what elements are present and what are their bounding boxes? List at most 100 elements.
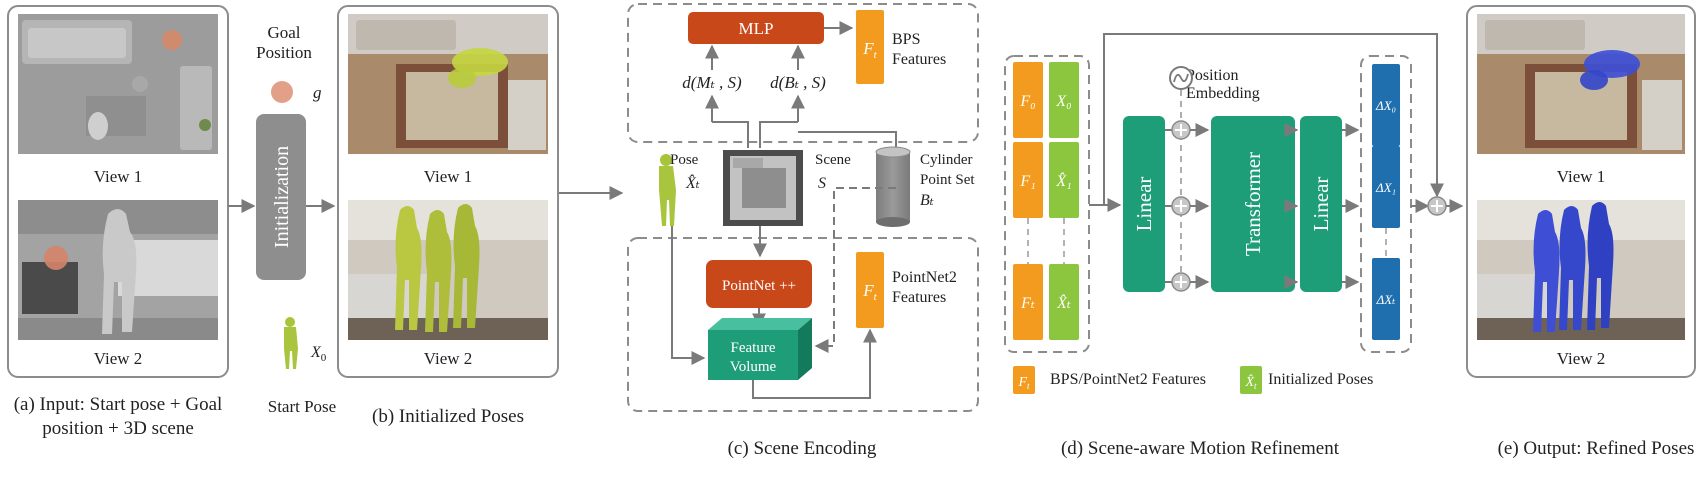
connector-scene-to-dm xyxy=(712,121,749,148)
feature-token-label-1: F₁ xyxy=(1019,173,1035,190)
linear-block-2 xyxy=(1300,116,1342,292)
pointnet2-label-line2: Features xyxy=(892,289,946,306)
panel-b-caption: (b) Initialized Poses xyxy=(372,406,524,427)
feature-token-label-2: Fₜ xyxy=(1020,295,1035,312)
panel-b: View 1 View 2 (b) Initialized Poses xyxy=(337,5,559,427)
distance-m-label: d(Mₜ , S) xyxy=(682,73,742,92)
panel-b-view2-label: View 2 xyxy=(424,349,473,368)
skip-connection-arrow xyxy=(1103,33,1444,205)
cylinder-symbol: Bₜ xyxy=(920,192,934,209)
panel-d: F₀ F₁ Fₜ X₀ X̂₁ X̂ₜ Position Embedding Linear… xyxy=(1004,33,1464,459)
delta-token-label-1: ΔX₁ xyxy=(1375,180,1396,195)
legend-x-text: Initialized Poses xyxy=(1268,371,1373,388)
goal-label-line2: Position xyxy=(256,43,312,62)
linear-label-1: Linear xyxy=(1132,177,1156,232)
pose-label: Pose xyxy=(670,152,699,168)
add-position-icon-1 xyxy=(1171,196,1191,216)
cylinder-label-line2: Point Set xyxy=(920,172,975,188)
pointnet2-feature-symbol: Ft xyxy=(862,281,877,303)
panel-a-view2-label: View 2 xyxy=(94,349,143,368)
goal-position-marker xyxy=(271,81,293,103)
delta-column: ΔX₀ ΔX₁ ΔXₜ xyxy=(1372,64,1400,340)
panel-b-view2-image xyxy=(348,200,548,340)
panel-a-view1-image xyxy=(18,14,218,154)
add-position-icon-0 xyxy=(1171,120,1191,140)
panel-e: View 1 View 2 (e) Output: Refined Poses xyxy=(1466,5,1696,459)
feature-token-label-0: F₀ xyxy=(1019,93,1035,110)
add-position-icon-2 xyxy=(1171,272,1191,292)
legend-ft-text: BPS/PointNet2 Features xyxy=(1050,371,1206,388)
panel-c: MLP Ft BPS Features d(Mₜ , S) d(Bₜ , S) … xyxy=(627,3,979,459)
panel-e-view2-image xyxy=(1477,200,1685,340)
position-embedding-line2: Embedding xyxy=(1186,85,1260,102)
arrow-pose-to-volume xyxy=(671,226,706,365)
linear-label-2: Linear xyxy=(1309,177,1333,232)
feature-token-0 xyxy=(1013,62,1043,138)
panel-e-view1-label: View 1 xyxy=(1557,167,1606,186)
input-token-columns: F₀ F₁ Fₜ X₀ X̂₁ X̂ₜ xyxy=(1013,62,1079,340)
feature-volume-block xyxy=(708,318,812,380)
bps-branch-box xyxy=(627,3,979,143)
pose-figure xyxy=(659,154,676,226)
bps-feature-block xyxy=(856,10,884,84)
scene-symbol: S xyxy=(818,175,826,192)
feature-token-2 xyxy=(1013,264,1043,340)
panel-e-view2-label: View 2 xyxy=(1557,349,1606,368)
initialization-column: Goal Position g Initialization X0 Start … xyxy=(256,23,336,416)
start-pose-figure xyxy=(284,317,298,369)
output-sum-icon xyxy=(1427,196,1447,216)
delta-token-2 xyxy=(1372,258,1400,340)
connector-scene-to-db xyxy=(759,121,798,148)
feature-token-1 xyxy=(1013,142,1043,218)
feature-volume-line1: Feature xyxy=(731,340,776,356)
delta-token-label-2: ΔXₜ xyxy=(1376,292,1397,307)
panel-a-view2-image xyxy=(18,200,218,340)
pointnet-label: PointNet ++ xyxy=(722,278,796,294)
pose-token-label-0: X₀ xyxy=(1055,93,1071,110)
delta-token-label-0: ΔX₀ xyxy=(1375,98,1396,113)
pointnet-block xyxy=(706,260,812,308)
panel-e-view1-image xyxy=(1477,14,1685,154)
legend-x-swatch xyxy=(1240,366,1262,394)
refinement-flow-arrows xyxy=(1165,120,1360,292)
pose-token-0 xyxy=(1049,62,1079,138)
panel-a-caption-line1: (a) Input: Start pose + Goal xyxy=(14,394,223,415)
pose-token-1 xyxy=(1049,142,1079,218)
linear-block-1 xyxy=(1123,116,1165,292)
pose-token-label-2: X̂ₜ xyxy=(1056,293,1071,312)
position-embedding-icon xyxy=(1169,66,1193,90)
feature-volume-line2: Volume xyxy=(730,359,777,375)
panel-e-frame xyxy=(1466,5,1696,378)
position-embedding-line1: Position xyxy=(1186,67,1238,84)
goal-symbol: g xyxy=(313,83,322,102)
arrow-volume-to-pointnet2 xyxy=(752,328,877,399)
scene-thumbnail xyxy=(723,150,803,226)
transformer-label: Transformer xyxy=(1241,152,1265,256)
initialization-block xyxy=(256,114,306,280)
panel-b-view1-label: View 1 xyxy=(424,167,473,186)
panel-d-caption: (d) Scene-aware Motion Refinement xyxy=(1061,438,1340,459)
panel-a-caption-line2: position + 3D scene xyxy=(42,418,194,439)
mlp-label: MLP xyxy=(739,19,774,38)
initialization-label: Initialization xyxy=(271,146,293,248)
delta-token-1 xyxy=(1372,146,1400,228)
panel-e-caption: (e) Output: Refined Poses xyxy=(1498,438,1695,459)
panel-c-caption: (c) Scene Encoding xyxy=(728,438,877,459)
panel-a: View 1 View 2 (a) Input: Start pose + Go… xyxy=(7,5,229,439)
distance-b-label: d(Bₜ , S) xyxy=(770,73,826,92)
input-token-box xyxy=(1004,55,1090,353)
arrow-cylinder-to-volume xyxy=(814,187,896,353)
panel-a-frame xyxy=(7,5,229,378)
mlp-block xyxy=(688,12,824,44)
delta-token-0 xyxy=(1372,64,1400,146)
cylinder-label-line1: Cylinder xyxy=(920,152,973,168)
transformer-block xyxy=(1211,116,1295,292)
legend-ft-swatch xyxy=(1013,366,1035,394)
bps-feature-symbol: Ft xyxy=(862,39,877,61)
scene-label: Scene xyxy=(815,152,851,168)
start-pose-symbol: X0 xyxy=(310,344,327,364)
pose-token-2 xyxy=(1049,264,1079,340)
goal-label-line1: Goal xyxy=(267,23,300,42)
pose-token-label-1: X̂₁ xyxy=(1055,171,1071,190)
